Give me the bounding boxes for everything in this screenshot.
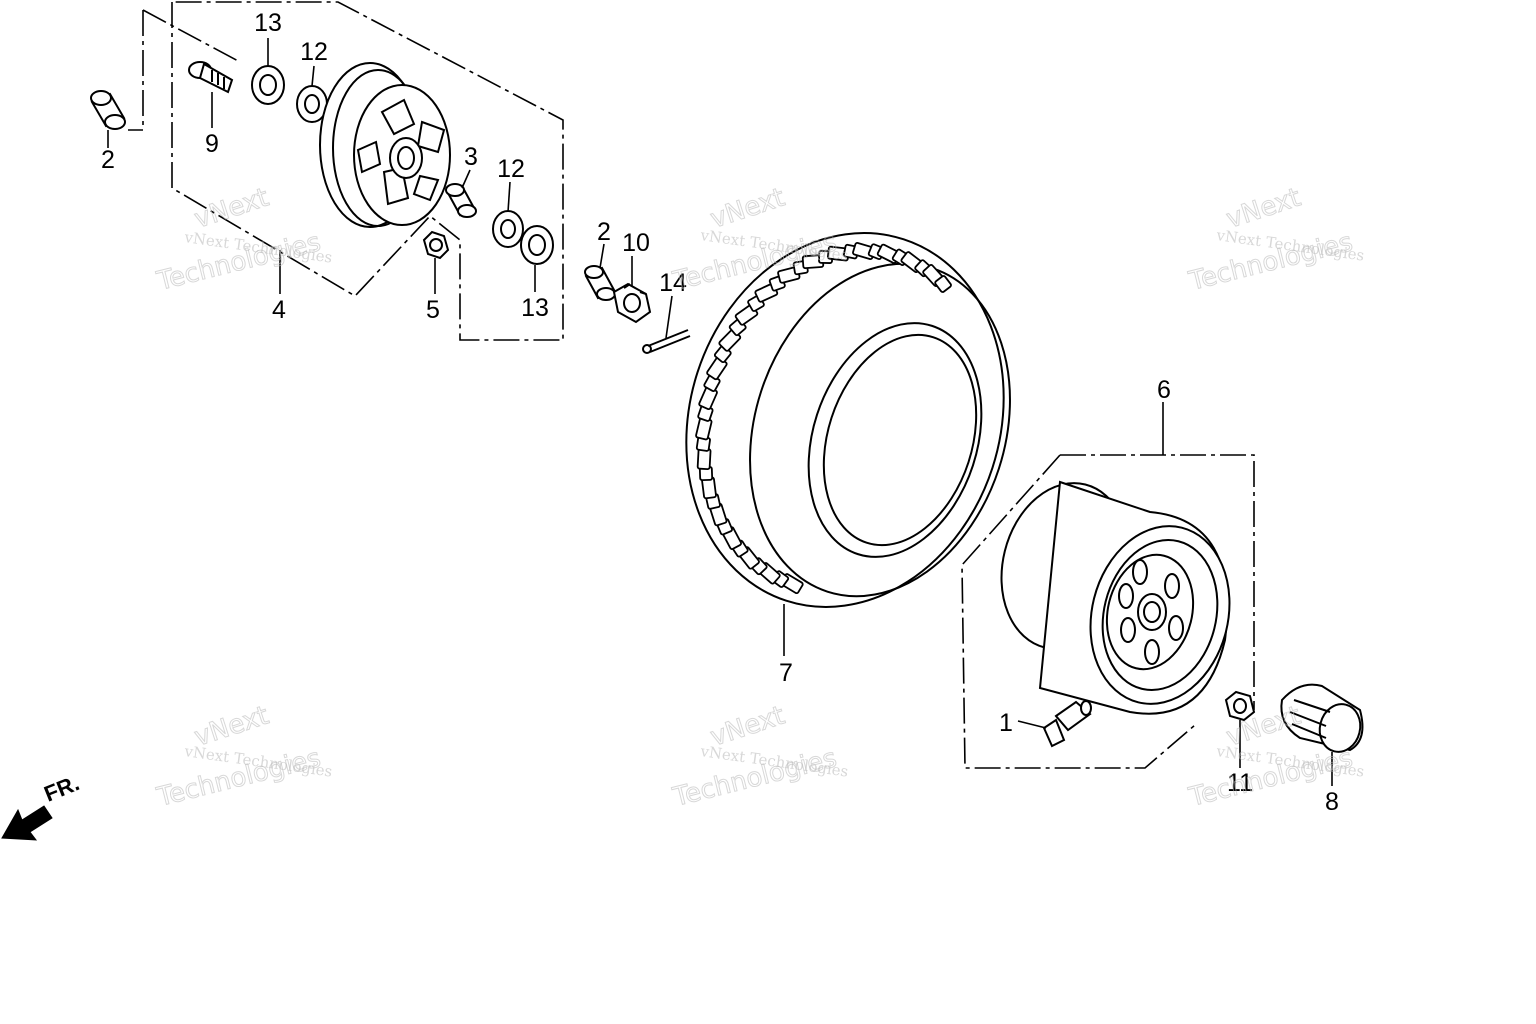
part-9-stud-bolt bbox=[188, 61, 234, 94]
callout-14: 14 bbox=[659, 269, 687, 297]
callout-5: 5 bbox=[426, 296, 440, 324]
part-12-bearing-top bbox=[296, 85, 328, 123]
callout-2-left: 2 bbox=[101, 146, 115, 174]
part-13-oil-seal-top bbox=[251, 65, 285, 105]
tread-lug bbox=[934, 275, 952, 293]
callout-8: 8 bbox=[1325, 788, 1339, 816]
svg-text:vNext: vNext bbox=[191, 183, 273, 235]
tire-tread-lugs bbox=[695, 241, 952, 595]
svg-text:vNext: vNext bbox=[1223, 183, 1305, 235]
callout-3: 3 bbox=[464, 143, 478, 171]
part-14-cotter-pin bbox=[642, 329, 691, 354]
watermark-bottom-left: vNext vNext Technologies Technologies bbox=[153, 700, 334, 813]
callout-1: 1 bbox=[999, 709, 1013, 737]
part-10-castle-nut bbox=[612, 282, 652, 324]
part-5-nut bbox=[422, 230, 450, 260]
watermark-top-right: vNext vNext Technologies Technologies bbox=[1185, 182, 1366, 297]
leader-lines bbox=[107, 38, 1333, 786]
callout-13-lower: 13 bbox=[521, 294, 549, 322]
part-13-oil-seal-lower bbox=[520, 225, 554, 265]
callout-12-top: 12 bbox=[300, 38, 328, 66]
part-11-wheel-nut bbox=[1224, 690, 1256, 722]
direction-label: FR. bbox=[41, 770, 83, 806]
part-1-valve-stem bbox=[1042, 700, 1092, 748]
watermark-top-left: vNext vNext Technologies Technologies bbox=[153, 182, 334, 297]
rim-assembly-bracket bbox=[961, 454, 1255, 769]
callout-6: 6 bbox=[1157, 376, 1171, 404]
callout-10: 10 bbox=[622, 229, 650, 257]
part-3-distance-collar bbox=[445, 183, 477, 218]
callout-2-middle: 2 bbox=[597, 218, 611, 246]
hub-assembly-bracket bbox=[128, 1, 564, 341]
part-6-wheel-rim bbox=[1000, 480, 1231, 715]
callout-7: 7 bbox=[779, 659, 793, 687]
part-4-brake-drum bbox=[319, 62, 451, 228]
part-2-collar bbox=[90, 90, 126, 130]
part-8-hub-cap bbox=[1280, 683, 1364, 753]
watermark-bottom-center: vNext vNext Technologies Technologies bbox=[669, 700, 850, 813]
part-2-collar-middle bbox=[584, 265, 616, 301]
callout-11: 11 bbox=[1227, 769, 1253, 797]
tread-lug bbox=[696, 447, 712, 471]
callout-9: 9 bbox=[205, 130, 219, 158]
callout-numbers: 2 9 13 12 4 3 12 5 13 2 10 14 7 6 1 11 8 bbox=[101, 9, 1339, 816]
svg-text:vNext: vNext bbox=[707, 183, 789, 235]
front-direction-arrow-icon bbox=[1, 805, 53, 841]
callout-12-lower: 12 bbox=[497, 155, 525, 183]
part-12-bearing-lower bbox=[492, 210, 524, 248]
callout-4: 4 bbox=[272, 296, 286, 324]
callout-13-top: 13 bbox=[254, 9, 282, 37]
